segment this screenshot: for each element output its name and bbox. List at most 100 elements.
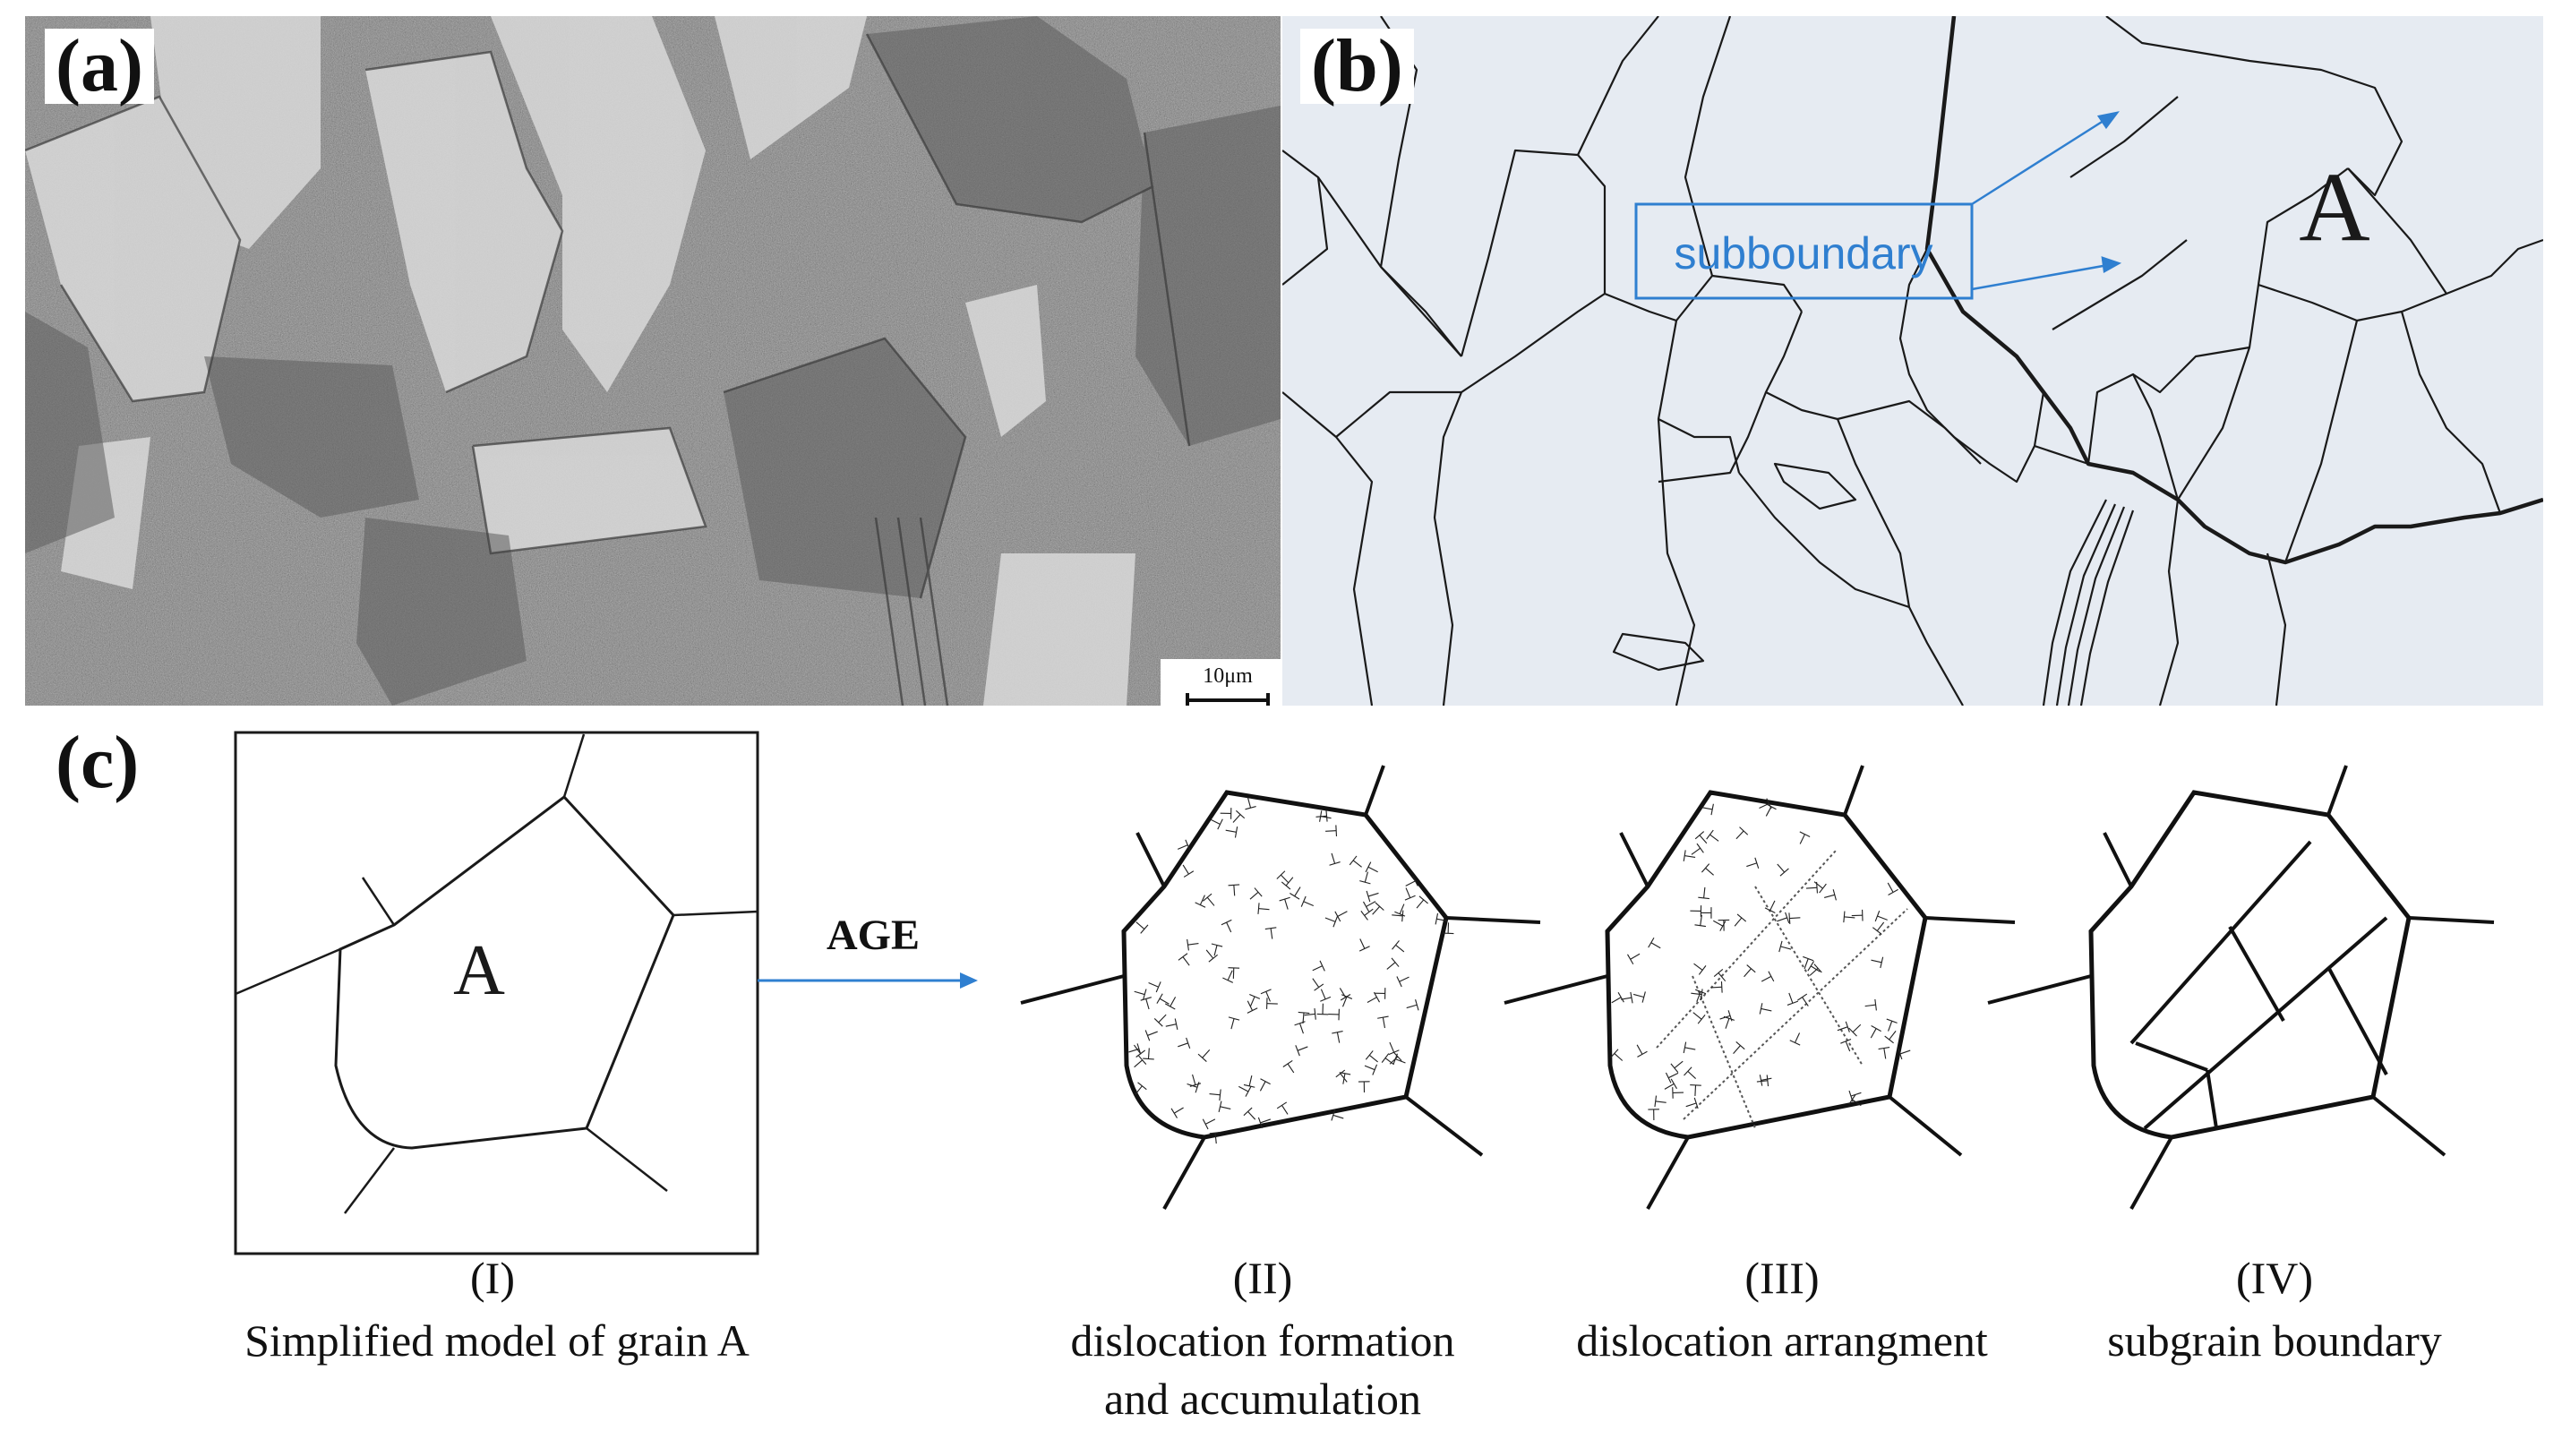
dislocation-symbol: ⊥ — [1352, 933, 1373, 956]
dislocation-symbol: ⊥ — [1324, 848, 1343, 870]
dislocation-symbol: ⊥ — [1687, 904, 1706, 918]
dislocation-symbol: ⊥ — [1141, 1045, 1156, 1065]
dislocation-symbol: ⊥ — [1279, 1056, 1301, 1079]
dislocation-symbol: ⊥ — [1359, 1058, 1382, 1078]
dislocation-symbol: ⊥ — [1681, 1095, 1703, 1114]
dislocation-symbol: ⊥ — [1217, 806, 1236, 820]
stage-4-grain — [1987, 765, 2495, 1210]
dislocation-symbol: ⊥ — [1696, 884, 1712, 904]
dislocation-symbol: ⊥ — [1182, 936, 1203, 952]
dislocation-symbol: ⊥ — [1742, 855, 1764, 874]
scale-bar-label: 10μm — [1203, 664, 1253, 688]
dislocation-symbol: ⊥ — [1754, 1001, 1776, 1019]
subboundary-annotation: subboundary — [1674, 228, 1932, 278]
dislocation-symbol: ⊥ — [1335, 989, 1355, 1012]
dislocation-symbol: ⊥ — [1194, 1043, 1217, 1066]
dislocation-symbol: ⊥ — [1629, 987, 1650, 1006]
dislocation-symbol: ⊥ — [1257, 984, 1278, 1006]
model-grain-label: A — [453, 931, 505, 1010]
dislocation-symbol: ⊥ — [1755, 1071, 1777, 1088]
dislocation-symbol: ⊥ — [1297, 893, 1319, 913]
dislocation-symbol: ⊥ — [1770, 857, 1794, 880]
dislocation-symbol: ⊥ — [1866, 953, 1888, 971]
dislocation-symbol: ⊥ — [1687, 986, 1708, 1002]
dislocation-symbol: ⊥ — [1838, 910, 1858, 925]
dislocation-symbol: ⊥ — [1296, 1007, 1311, 1027]
dislocation-symbol: ⊥ — [1213, 1099, 1235, 1117]
dislocation-symbol: ⊥ — [1616, 989, 1637, 1006]
dislocation-symbol: ⊥ — [1124, 1041, 1146, 1059]
schematic-panel-b: subboundary A — [1281, 15, 2544, 707]
dislocation-symbol: ⊥ — [1326, 1107, 1349, 1126]
stage-4-caption: subgrain boundary — [2060, 1312, 2489, 1370]
dislocation-symbol: ⊥ — [1729, 823, 1752, 846]
stage-3-caption: dislocation arrangment — [1540, 1312, 2024, 1370]
stage-3-grain — [1504, 765, 2016, 1210]
dislocation-symbol: ⊥ — [1820, 886, 1841, 905]
dislocation-symbol: ⊥ — [1678, 1040, 1700, 1057]
stage-1-caption-line: Simplified model of grain A — [244, 1315, 750, 1366]
dislocation-symbol: ⊥ — [1314, 984, 1334, 1006]
stage-1-model — [234, 731, 759, 1255]
dislocation-symbol: ⊥ — [1781, 988, 1801, 1010]
dislocation-symbol: ⊥ — [1253, 901, 1272, 916]
dislocation-symbol: ⊥ — [1838, 1034, 1857, 1057]
dislocation-symbol: ⊥ — [1736, 960, 1760, 983]
dislocation-symbol: ⊥ — [1140, 1023, 1162, 1043]
dislocation-symbol: ⊥ — [1182, 1076, 1204, 1095]
panel-label-b: (b) — [1300, 29, 1414, 104]
dislocation-symbol: ⊥ — [1290, 1039, 1313, 1058]
dislocation-symbol: ⊥ — [1698, 906, 1717, 921]
grain-evolution-diagram: A AGE ⊥⊥⊥⊥⊥⊥⊥⊥⊥⊥⊥⊥⊥⊥⊥⊥⊥⊥⊥⊥⊥⊥⊥⊥⊥⊥⊥⊥⊥⊥⊥⊥⊥⊥… — [234, 731, 2495, 1255]
dislocation-symbol: ⊥ — [1870, 908, 1892, 928]
dislocation-symbol: ⊥ — [1401, 997, 1424, 1015]
dislocation-symbol: ⊥ — [1697, 860, 1720, 883]
stage-3-numeral: (III) — [1744, 1253, 1820, 1303]
dislocation-symbol: ⊥ — [1320, 911, 1342, 930]
dislocation-symbol: ⊥ — [1273, 1097, 1296, 1120]
grain-boundary-tracing: subboundary A — [1281, 15, 2544, 707]
stage-3-walls — [1656, 850, 1908, 1129]
dislocation-symbol: ⊥ — [1753, 1073, 1774, 1089]
dislocation-symbol: ⊥ — [1687, 956, 1710, 979]
micrograph-image — [25, 16, 1281, 706]
dislocation-symbol: ⊥ — [1185, 1069, 1204, 1092]
dislocation-symbol: ⊥ — [1689, 985, 1709, 1007]
subboundary-box — [1634, 202, 1974, 300]
stage-4-caption-line: subgrain boundary — [2107, 1315, 2442, 1366]
scale-bar: 10μm — [1161, 659, 1281, 706]
dislocation-symbol: ⊥ — [1322, 824, 1341, 839]
dislocation-symbol: ⊥ — [1717, 915, 1731, 934]
dislocation-symbol: ⊥ — [1254, 1111, 1276, 1131]
dislocation-symbol: ⊥ — [1649, 1093, 1670, 1109]
dislocation-symbol: ⊥ — [1797, 952, 1817, 974]
stage-4-numeral: (IV) — [2235, 1253, 2314, 1303]
stage-1-caption: Simplified model of grain A — [143, 1312, 851, 1370]
dislocation-symbol: ⊥ — [1371, 986, 1390, 1000]
dislocation-symbol: ⊥ — [1667, 1085, 1687, 1100]
dislocation-symbol: ⊥ — [1774, 938, 1795, 957]
dislocation-symbol: ⊥ — [1784, 911, 1804, 926]
dislocation-symbol: ⊥ — [1375, 1011, 1392, 1032]
dislocation-symbol: ⊥ — [1881, 1014, 1900, 1036]
dislocation-symbol: ⊥ — [1832, 1019, 1855, 1039]
dislocation-symbol: ⊥ — [1441, 920, 1455, 939]
dislocation-symbol: ⊥ — [1300, 1006, 1321, 1023]
dislocation-symbol: ⊥ — [1698, 800, 1719, 817]
dislocation-symbol: ⊥ — [1240, 792, 1259, 814]
panel-label-a: (a) — [45, 29, 154, 104]
dislocation-symbol: ⊥ — [1357, 1076, 1371, 1095]
dislocation-symbol: ⊥ — [1392, 898, 1412, 921]
dislocation-symbol: ⊥ — [1678, 848, 1699, 865]
dislocation-symbol: ⊥ — [1623, 946, 1646, 968]
dislocation-symbol: ⊥ — [1264, 922, 1280, 943]
dislocation-symbol: ⊥ — [1173, 1035, 1195, 1055]
dislocation-symbol: ⊥ — [1361, 886, 1384, 904]
dislocation-symbol: ⊥ — [1138, 992, 1157, 1015]
dislocation-symbol: ⊥ — [1793, 826, 1813, 850]
dislocation-symbol: ⊥ — [1787, 1027, 1807, 1050]
dislocation-symbol: ⊥ — [1844, 1085, 1866, 1104]
dislocation-symbol: ⊥ — [1325, 1007, 1345, 1022]
dislocation-symbol: ⊥ — [1243, 989, 1264, 1012]
dislocation-symbol: ⊥ — [1208, 1127, 1224, 1148]
